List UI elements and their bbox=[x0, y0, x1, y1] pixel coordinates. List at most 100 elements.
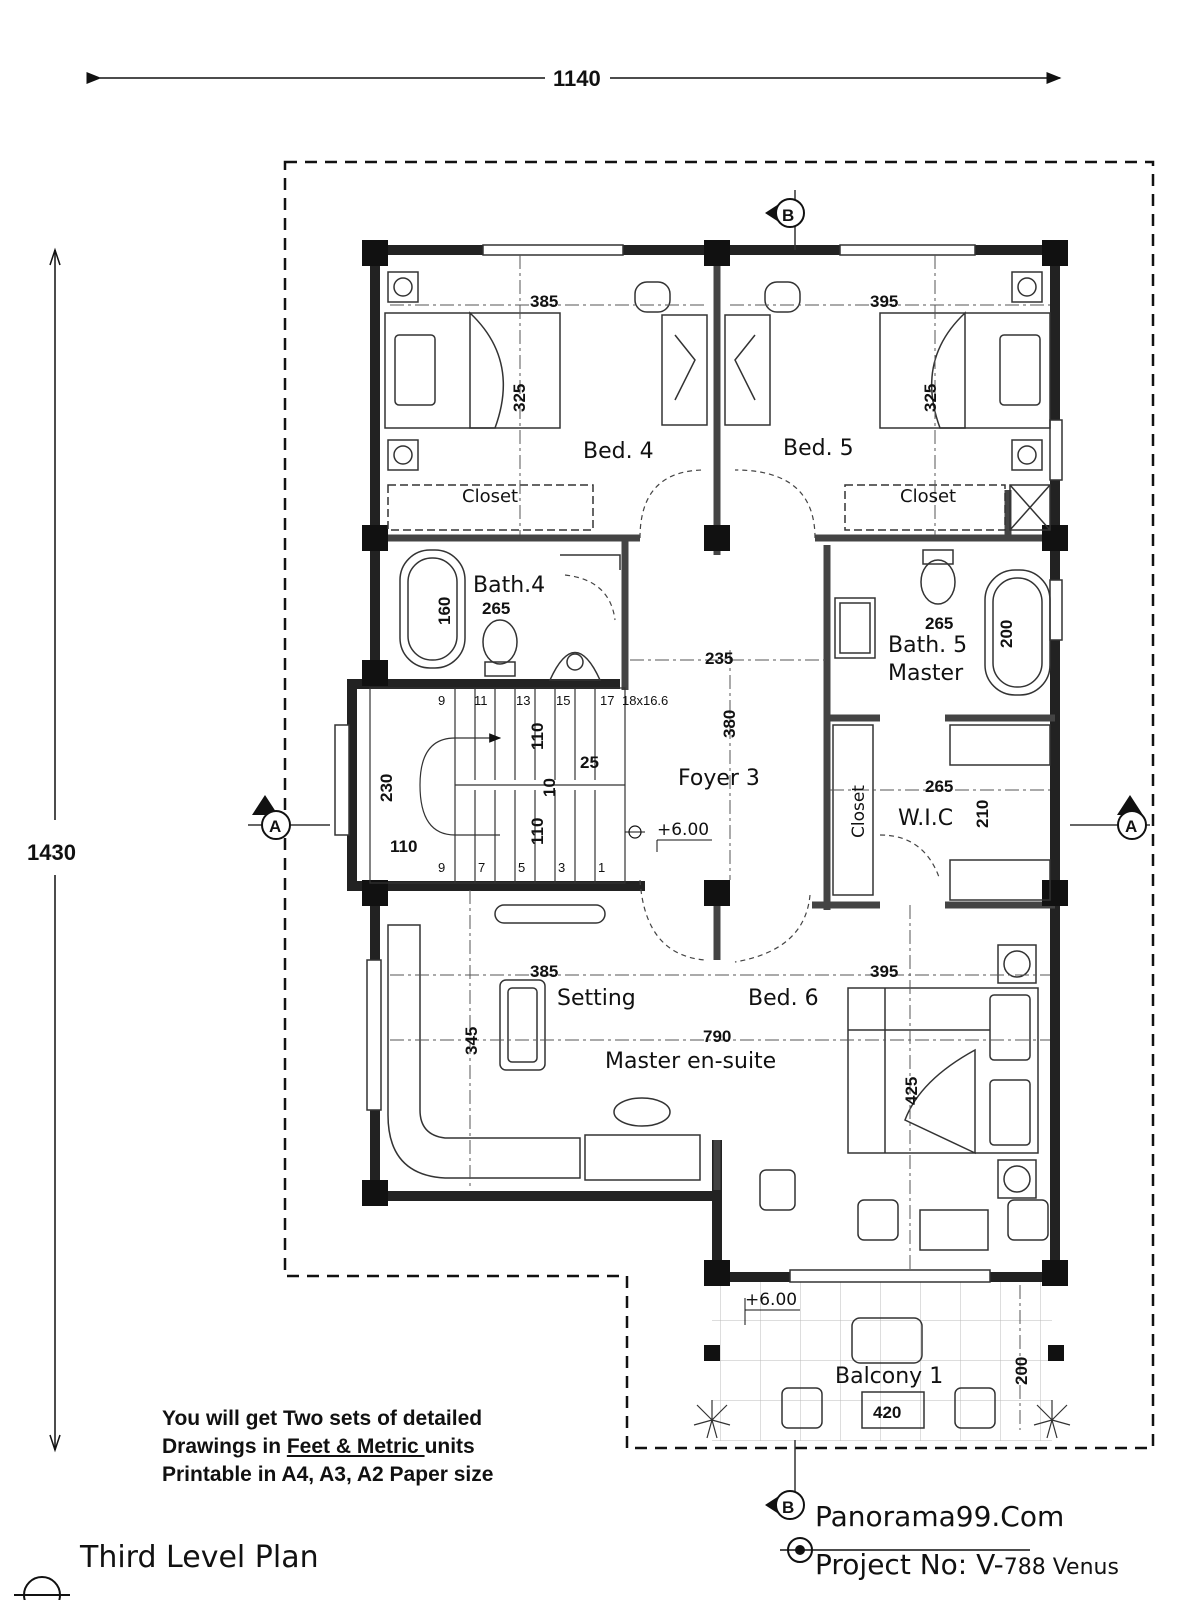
section-marker-a-right: A bbox=[1070, 795, 1150, 840]
room-label-bed-6: Bed. 6 bbox=[748, 986, 819, 1011]
room-label-closet-left: Closet bbox=[462, 486, 518, 507]
dim-foyer-height: 380 bbox=[720, 710, 739, 738]
dim-setting-height: 345 bbox=[462, 1027, 481, 1055]
section-marker-b-top: B bbox=[765, 190, 805, 250]
dim-wic-height: 210 bbox=[973, 800, 992, 828]
room-label-closet-wic: Closet bbox=[849, 785, 869, 838]
dim-bath-5-width: 265 bbox=[925, 614, 953, 633]
overall-height-label: 1430 bbox=[27, 840, 76, 865]
dim-balcony-width: 420 bbox=[873, 1403, 901, 1422]
room-label-wic: W.I.C bbox=[898, 806, 953, 831]
overall-height-dimension: 1430 bbox=[27, 247, 76, 1453]
dim-stair-flight-2: 110 bbox=[528, 818, 547, 845]
bed-5-furniture bbox=[879, 271, 1051, 471]
dim-bath-4-width: 265 bbox=[482, 599, 510, 618]
room-label-balcony: Balcony 1 bbox=[835, 1364, 943, 1389]
dim-bath-5-height: 200 bbox=[997, 620, 1016, 648]
dim-stair-landing: 10 bbox=[540, 778, 559, 797]
dim-bed-6-width: 395 bbox=[870, 962, 898, 981]
dim-bed-4-width: 385 bbox=[530, 292, 558, 311]
interior-walls bbox=[375, 250, 1055, 1190]
room-label-master-suite: Master en-suite bbox=[605, 1049, 776, 1074]
section-marker-b-bottom: B bbox=[765, 1440, 805, 1520]
section-a-right-label: A bbox=[1125, 817, 1137, 836]
room-label-closet-right: Closet bbox=[900, 486, 956, 507]
project-label: Project No: V- bbox=[815, 1548, 1004, 1581]
dim-stair-flight-1: 110 bbox=[528, 723, 547, 750]
section-a-left-label: A bbox=[269, 817, 281, 836]
overall-width-label: 1140 bbox=[553, 66, 601, 91]
stair-number: 5 bbox=[518, 860, 525, 875]
room-label-bath-5-master: Master bbox=[888, 661, 964, 686]
staircase bbox=[369, 687, 626, 884]
dim-stair-step: 25 bbox=[580, 753, 599, 772]
stair-number: 13 bbox=[516, 693, 530, 708]
stair-number: 3 bbox=[558, 860, 565, 875]
door-swings bbox=[564, 469, 941, 963]
room-label-bath-5: Bath. 5 bbox=[888, 633, 967, 658]
stair-number: 9 bbox=[438, 860, 445, 875]
drawing-note: You will get Two sets of detailed Drawin… bbox=[162, 1405, 493, 1489]
dim-bath-4-height: 160 bbox=[435, 597, 454, 625]
title-marker-icon bbox=[14, 1576, 70, 1600]
desks bbox=[634, 281, 801, 426]
brand-name: Panorama99.Com bbox=[815, 1500, 1065, 1533]
note-line-1: You will get Two sets of detailed bbox=[162, 1407, 483, 1430]
room-label-bath-4: Bath.4 bbox=[473, 573, 545, 598]
room-label-foyer: Foyer 3 bbox=[678, 766, 760, 791]
stair-numbers-bottom: 9 7 5 3 1 bbox=[438, 860, 605, 875]
dim-bed-5-width: 395 bbox=[870, 292, 898, 311]
windows bbox=[334, 244, 1063, 1283]
bed-4-furniture bbox=[384, 271, 561, 471]
note-line-2-underline: Feet & Metric bbox=[286, 1435, 425, 1458]
stair-treads-upper bbox=[474, 688, 596, 780]
room-label-bed-5: Bed. 5 bbox=[783, 436, 854, 461]
note-line-3: Printable in A4, A3, A2 Paper size bbox=[162, 1463, 494, 1486]
closets bbox=[387, 484, 1051, 901]
stair-number: 15 bbox=[556, 693, 570, 708]
stair-number: 1 bbox=[598, 860, 605, 875]
level-balcony-label: +6.00 bbox=[745, 1290, 797, 1310]
room-label-bed-4: Bed. 4 bbox=[583, 439, 654, 464]
note-line-2-suffix: units bbox=[424, 1435, 475, 1458]
dim-bed-6-height: 425 bbox=[902, 1077, 921, 1105]
plant-icon bbox=[693, 1400, 1071, 1439]
level-marker-balcony: +6.00 bbox=[744, 1290, 800, 1325]
bath-4-fixtures bbox=[399, 549, 621, 681]
section-marker-a-left: A bbox=[248, 795, 330, 840]
brand-marker-icon bbox=[780, 1537, 1030, 1563]
dim-bed-4-height: 325 bbox=[510, 384, 529, 412]
room-label-setting: Setting bbox=[557, 986, 636, 1011]
balcony-furniture bbox=[781, 1317, 996, 1429]
stair-number: 7 bbox=[478, 860, 485, 875]
sofa bbox=[387, 904, 701, 1181]
section-b-top-label: B bbox=[782, 206, 794, 225]
bath-5-fixtures bbox=[834, 549, 1051, 696]
dim-setting-width: 385 bbox=[530, 962, 558, 981]
overall-width-dimension: 1140 bbox=[86, 66, 1062, 91]
lot-boundary bbox=[283, 160, 1155, 1450]
project-number-value: 788 Venus bbox=[1003, 1555, 1119, 1580]
plan-title: Third Level Plan bbox=[80, 1540, 319, 1575]
stair-number: 9 bbox=[438, 693, 445, 708]
dim-bed-5-height: 325 bbox=[921, 384, 940, 412]
level-marker-foyer: +6.00 bbox=[625, 820, 712, 852]
dim-balcony-height: 200 bbox=[1012, 1357, 1031, 1385]
level-foyer-label: +6.00 bbox=[657, 820, 709, 840]
project-number: Project No: V-788 Venus bbox=[815, 1548, 1119, 1581]
stair-treads-lower bbox=[474, 790, 596, 883]
note-line-2-prefix: Drawings in bbox=[162, 1435, 287, 1458]
grid-lines bbox=[390, 255, 1050, 1430]
stair-number: 11 bbox=[474, 693, 488, 708]
bed-6-furniture bbox=[847, 944, 1039, 1199]
note-line-2: Drawings in Feet & Metric units bbox=[162, 1433, 493, 1461]
dim-stair-width: 230 bbox=[377, 774, 396, 802]
section-b-bottom-label: B bbox=[782, 1498, 794, 1517]
dim-foyer-width: 235 bbox=[705, 649, 733, 668]
bedroom-seating bbox=[759, 1169, 1049, 1251]
stair-number: 17 bbox=[600, 693, 614, 708]
dim-wic-width: 265 bbox=[925, 777, 953, 796]
stair-riser-note: 18x16.6 bbox=[622, 693, 668, 708]
dim-stair-run: 110 bbox=[390, 837, 417, 856]
